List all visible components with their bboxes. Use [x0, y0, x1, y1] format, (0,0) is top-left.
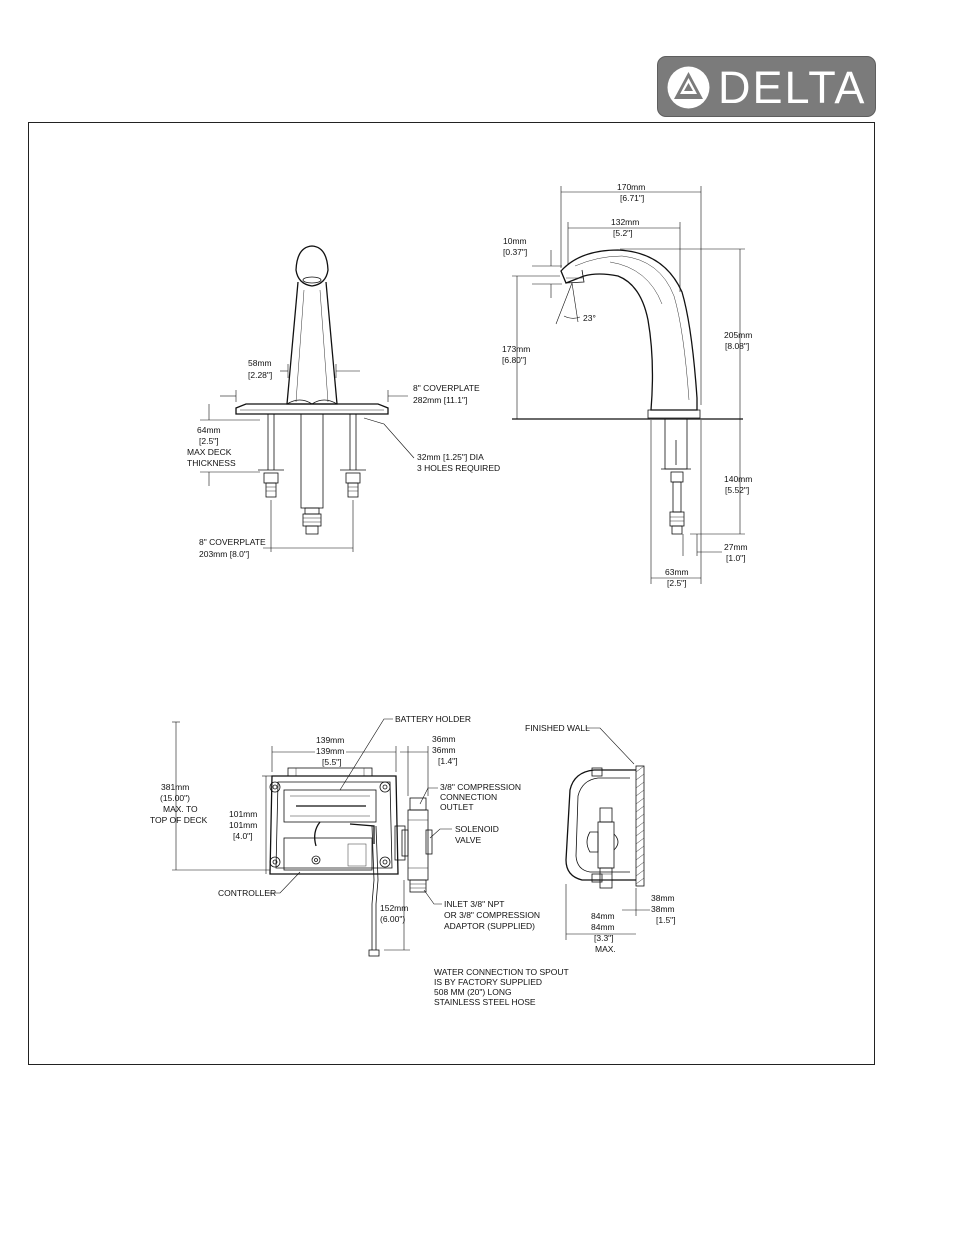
- dim-58-in: [2.28"]: [248, 370, 272, 380]
- dim-10-mm: 10mm: [503, 236, 527, 246]
- dim-140-in: [5.52"]: [725, 485, 749, 495]
- solenoid-label-1: SOLENOID: [455, 824, 499, 834]
- dim-140-mm: 140mm: [724, 474, 752, 484]
- deck-mm: 64mm: [197, 425, 221, 435]
- dim-38-b: 38mm: [651, 904, 675, 914]
- dim-101-in: [4.0"]: [233, 831, 253, 841]
- inlet-label-1: INLET 3/8" NPT: [444, 899, 505, 909]
- dim-173-in: [6.80"]: [502, 355, 526, 365]
- deck-max: MAX DECK: [187, 447, 232, 457]
- deck-in: [2.5"]: [199, 436, 219, 446]
- wall-view-labels: FINISHED WALL 38mm 38mm [1.5"] 84mm 84mm…: [525, 723, 676, 954]
- wall-mount-view: [565, 765, 645, 889]
- dim-170-mm: 170mm: [617, 182, 645, 192]
- dim-63-mm: 63mm: [665, 567, 689, 577]
- note-line-2: IS BY FACTORY SUPPLIED: [434, 977, 542, 987]
- coverplate-top-label: 8" COVERPLATE: [413, 383, 480, 393]
- dim-27-mm: 27mm: [724, 542, 748, 552]
- dim-205-mm: 205mm: [724, 330, 752, 340]
- dim-139-in: [5.5"]: [322, 757, 342, 767]
- dim-381-max: MAX. TO: [163, 804, 198, 814]
- dim-152-in: (6.00"): [380, 914, 405, 924]
- delta-triangle-icon: [667, 66, 710, 109]
- hose-note: WATER CONNECTION TO SPOUT IS BY FACTORY …: [434, 967, 569, 1007]
- dim-84-in: [3.3"]: [594, 933, 614, 943]
- front-view-dimensions: [200, 364, 415, 552]
- note-line-4: STAINLESS STEEL HOSE: [434, 997, 536, 1007]
- dim-381-in: (15.00"): [160, 793, 190, 803]
- coverplate-top-size: 282mm [11.1"]: [413, 395, 467, 405]
- delta-wordmark: DELTA: [718, 62, 867, 113]
- dim-10-in: [0.37"]: [503, 247, 527, 257]
- control-box: [269, 767, 409, 957]
- control-box-dimensions: [172, 718, 452, 951]
- drawing-frame: [28, 122, 875, 1065]
- compression-label-3: OUTLET: [440, 802, 474, 812]
- inlet-label-2: OR 3/8" COMPRESSION: [444, 910, 540, 920]
- dim-170-in: [6.71"]: [620, 193, 644, 203]
- compression-label-1: 3/8" COMPRESSION: [440, 782, 521, 792]
- dim-84-max: MAX.: [595, 944, 616, 954]
- dim-139-a: 139mm: [316, 735, 344, 745]
- note-line-3: 508 MM (20") LONG: [434, 987, 512, 997]
- dim-205-in: [8.08"]: [725, 341, 749, 351]
- dim-381-deck: TOP OF DECK: [150, 815, 208, 825]
- note-line-1: WATER CONNECTION TO SPOUT: [434, 967, 569, 977]
- dim-132-in: [5.2"]: [613, 228, 633, 238]
- dim-36-a: 36mm: [432, 734, 456, 744]
- angle-label: 23°: [583, 313, 596, 323]
- dim-84-b: 84mm: [591, 922, 615, 932]
- dim-381-mm: 381mm: [161, 782, 189, 792]
- side-view-faucet: [512, 249, 743, 535]
- dim-101-a: 101mm: [229, 809, 257, 819]
- coverplate-bottom-label: 8" COVERPLATE: [199, 537, 266, 547]
- wall-view-dimensions: [565, 727, 650, 940]
- compression-label-2: CONNECTION: [440, 792, 497, 802]
- dim-63-in: [2.5"]: [667, 578, 687, 588]
- dim-36-in: [1.4"]: [438, 756, 458, 766]
- side-view-labels: 170mm [6.71"] 132mm [5.2"] 10mm [0.37"] …: [502, 182, 752, 588]
- dim-84-a: 84mm: [591, 911, 615, 921]
- dim-36-b: 36mm: [432, 745, 456, 755]
- side-view-dimensions: [512, 186, 745, 584]
- front-view-labels: 58mm [2.28"] 8" COVERPLATE 282mm [11.1"]…: [187, 358, 500, 559]
- controller-label: CONTROLLER: [218, 888, 276, 898]
- finished-wall-label: FINISHED WALL: [525, 723, 590, 733]
- dim-152-mm: 152mm: [380, 903, 408, 913]
- control-box-labels: BATTERY HOLDER 139mm 139mm [5.5"] 36mm 3…: [150, 714, 540, 931]
- dim-38-a: 38mm: [651, 893, 675, 903]
- dim-139-b: 139mm: [316, 746, 344, 756]
- front-view-faucet: [235, 245, 389, 535]
- holes-required: 3 HOLES REQUIRED: [417, 463, 500, 473]
- dim-58-mm: 58mm: [248, 358, 272, 368]
- dim-38-in: [1.5"]: [656, 915, 676, 925]
- solenoid-label-2: VALVE: [455, 835, 481, 845]
- holes-dia: 32mm [1.25"] DIA: [417, 452, 484, 462]
- dim-27-in: [1.0"]: [726, 553, 746, 563]
- dim-132-mm: 132mm: [611, 217, 639, 227]
- delta-logo: DELTA: [657, 56, 876, 117]
- battery-holder-label: BATTERY HOLDER: [395, 714, 471, 724]
- inlet-label-3: ADAPTOR (SUPPLIED): [444, 921, 535, 931]
- deck-thickness: THICKNESS: [187, 458, 236, 468]
- dim-173-mm: 173mm: [502, 344, 530, 354]
- dim-101-b: 101mm: [229, 820, 257, 830]
- solenoid-valve: [407, 797, 433, 893]
- coverplate-bottom-size: 203mm [8.0"]: [199, 549, 249, 559]
